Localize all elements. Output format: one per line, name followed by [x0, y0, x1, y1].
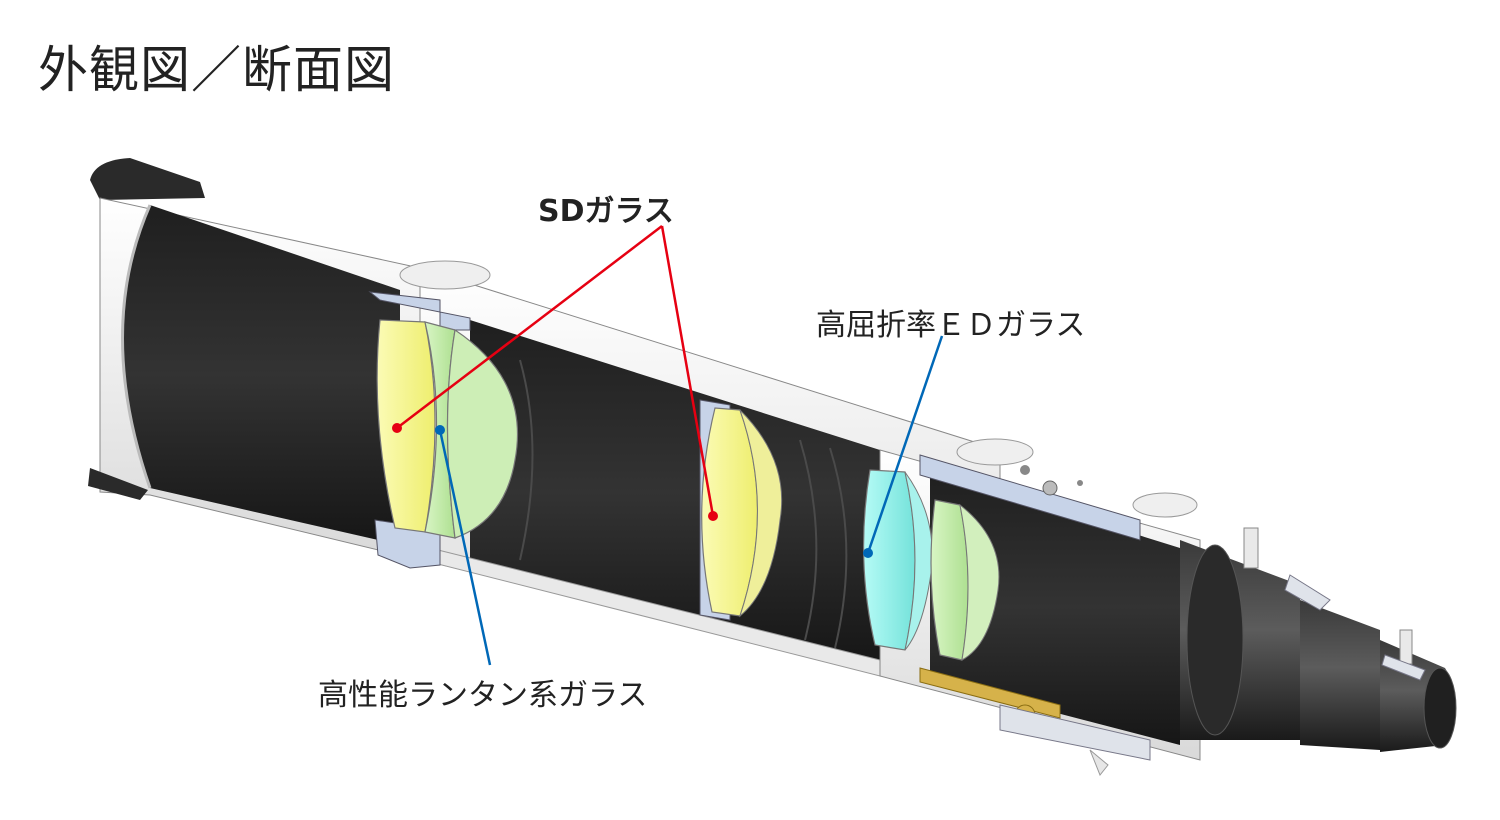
objective-rear-element	[446, 328, 519, 539]
lanthanum-leader-line	[438, 429, 492, 666]
ed-lens	[862, 469, 916, 651]
ed-marker	[863, 548, 873, 558]
sd-leader-line-rear	[660, 225, 715, 517]
dew-shield	[88, 158, 421, 561]
lanthanum-marker	[435, 425, 445, 435]
eyepiece-assembly	[1132, 492, 1457, 752]
rear-lens-group	[862, 469, 1000, 661]
tube-baffles	[519, 359, 848, 649]
objective-lens-group	[376, 319, 519, 539]
ed-leader-line	[866, 335, 944, 554]
leader-lines	[392, 225, 944, 666]
callout-sd-glass: SDガラス	[538, 194, 674, 229]
sd-leader-line-front	[396, 225, 663, 429]
callout-ed-glass: 高屈折率ＥＤガラス	[816, 308, 1086, 343]
sd-marker-front	[392, 423, 402, 433]
focuser-housing	[879, 438, 1201, 776]
sd-marker-rear	[708, 511, 718, 521]
callout-lanthanum-glass: 高性能ランタン系ガラス	[318, 678, 648, 713]
mid-lens-group	[699, 399, 783, 621]
page-title: 外観図／断面図	[38, 41, 395, 99]
